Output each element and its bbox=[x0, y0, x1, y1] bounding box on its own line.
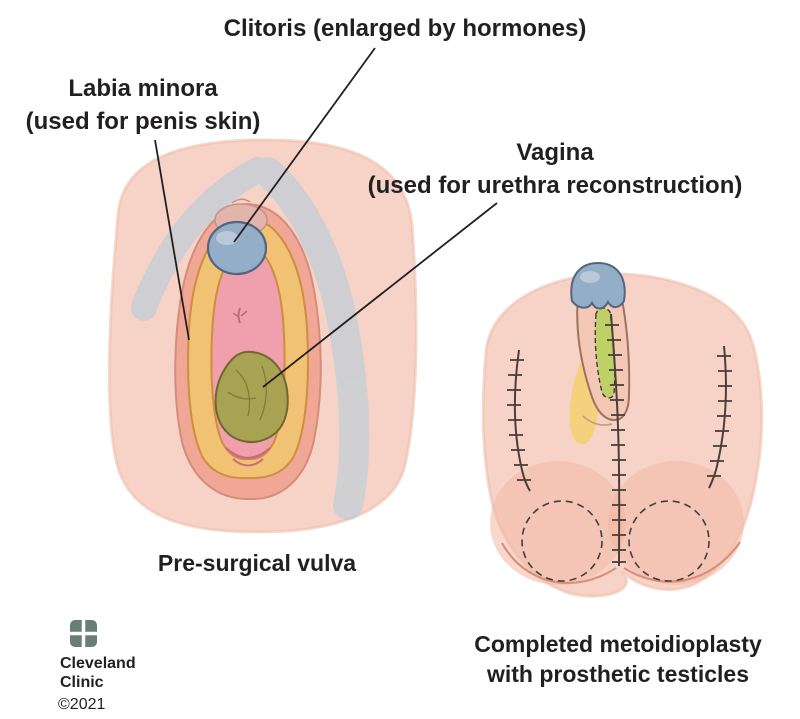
central-suture-line bbox=[610, 313, 621, 567]
annotation-leader-lines bbox=[154, 47, 498, 388]
blue-skin-folds bbox=[131, 157, 370, 520]
urethra-reconstruction-shape bbox=[594, 307, 616, 399]
metoidioplasty-illustration bbox=[481, 261, 764, 598]
left-illustration-caption: Pre-surgical vulva bbox=[158, 550, 356, 576]
logo-name-line2: Clinic bbox=[60, 674, 104, 691]
perineal-fold-lines bbox=[225, 447, 271, 467]
left-scrotal-shading bbox=[490, 461, 626, 585]
right-prosthetic-testicle-outline bbox=[628, 500, 710, 582]
right-illustration-caption-line1: Completed metoidioplasty bbox=[474, 631, 762, 657]
right-lateral-suture-line bbox=[708, 345, 727, 489]
left-fold-shape bbox=[131, 157, 271, 321]
urethral-opening-marks bbox=[232, 307, 248, 324]
clitoris-glans-highlight bbox=[216, 231, 238, 245]
right-scrotal-shading bbox=[608, 461, 744, 585]
clitoris-label: Clitoris (enlarged by hormones) bbox=[224, 15, 587, 42]
copyright-text: ©2021 bbox=[58, 696, 105, 713]
right-illustration-caption-line2: with prosthetic testicles bbox=[486, 661, 749, 687]
shaft-base-fold bbox=[582, 415, 613, 426]
clitoral-hood-curl bbox=[231, 198, 251, 204]
left-lateral-suture-line bbox=[513, 349, 531, 492]
neophallus-glans-highlight bbox=[580, 271, 600, 283]
pre-surgical-vulva-illustration bbox=[107, 138, 418, 534]
neophallus-glans-shape bbox=[570, 261, 626, 310]
logo-name-line1: Cleveland bbox=[60, 655, 136, 672]
labia-minora-label-line1: Labia minora bbox=[68, 75, 218, 102]
left-prosthetic-testicle-outline bbox=[521, 500, 603, 582]
cleveland-clinic-logo: Cleveland Clinic ©2021 bbox=[58, 620, 136, 713]
labia-minora-label-line2: (used for penis skin) bbox=[26, 108, 261, 135]
vagina-shape bbox=[214, 350, 289, 443]
labia-minora-leader-line bbox=[154, 139, 190, 341]
cleveland-clinic-logo-icon bbox=[70, 620, 97, 647]
clitoris-glans-shape bbox=[206, 220, 268, 276]
clitoris-leader-line bbox=[233, 47, 376, 243]
vagina-leader-line bbox=[262, 202, 498, 388]
scrotal-crease-lines bbox=[501, 541, 741, 585]
right-fold-shape bbox=[253, 157, 370, 520]
vagina-label-line1: Vagina bbox=[516, 139, 594, 166]
vagina-texture-lines bbox=[227, 365, 267, 421]
vagina-label-line2: (used for urethra reconstruction) bbox=[368, 172, 743, 199]
